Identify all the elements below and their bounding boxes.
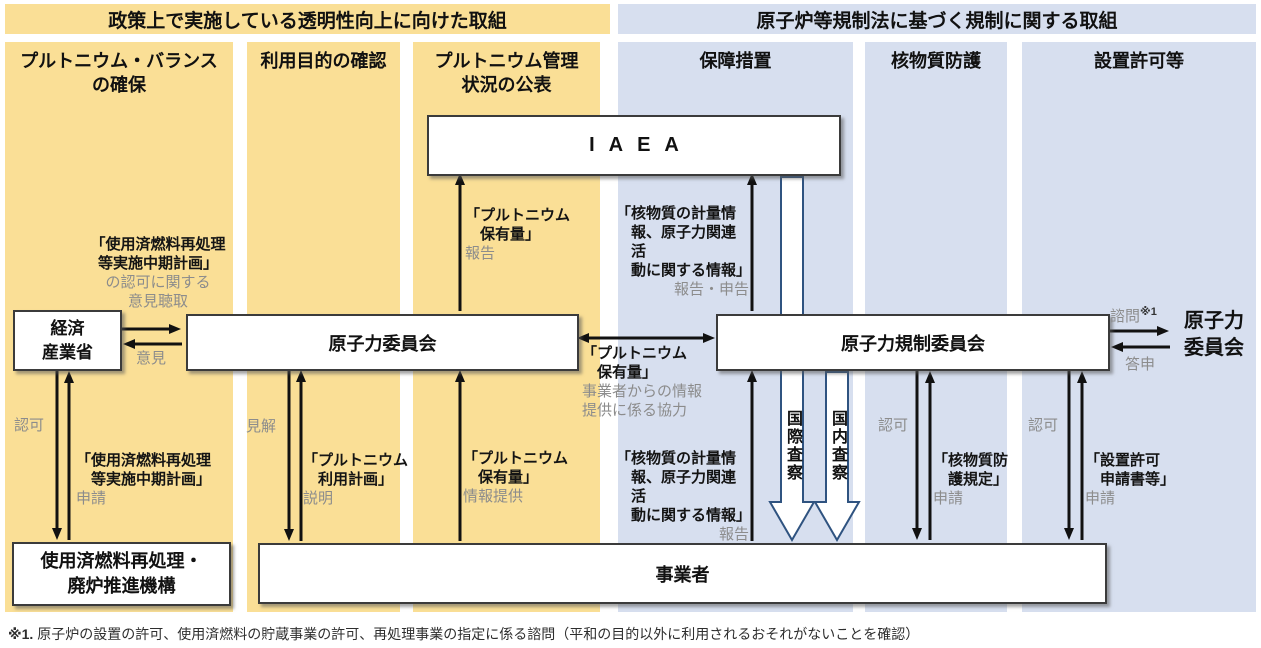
box-nra-label: 原子力規制委員会 — [841, 333, 985, 354]
label-approval-col6-text: 認可 — [1028, 417, 1059, 434]
label-np-rules: 「核物質防 護規定」 申請 — [933, 451, 1023, 508]
section-header-regulation-label: 原子炉等規制法に基づく規制に関する取組 — [756, 10, 1118, 32]
label-nm-info-iaea: 「核物質の計量情 報、原子力関連活 動に関する情報」 報告・申告 — [616, 204, 752, 299]
label-pu-holdings-report-action: 報告 — [465, 245, 496, 262]
label-nm-info-nra-action: 報告 — [718, 526, 749, 543]
box-nra: 原子力規制委員会 — [716, 314, 1110, 371]
column-pu-management-label: プルトニウム管理 状況の公表 — [434, 51, 579, 95]
column-safeguards-label: 保障措置 — [699, 51, 772, 71]
section-header-policy: 政策上で実施している透明性向上に向けた取組 — [5, 4, 610, 34]
label-consult-footnote-ref: ※1 — [1140, 306, 1157, 318]
label-domestic-inspection: 国内査察 — [829, 410, 846, 482]
label-approval-col5-text: 認可 — [878, 417, 909, 434]
box-meti: 経済 産業省 — [13, 310, 122, 371]
label-np-rules-doc: 「核物質防 護規定」 — [933, 452, 1009, 488]
box-operators-label: 事業者 — [655, 564, 710, 585]
label-pu-holdings-report: 「プルトニウム 保有量」 報告 — [465, 206, 585, 263]
label-approval-col6: 認可 — [1028, 416, 1058, 435]
label-license-app-doc: 「設置許可 申請書等」 — [1085, 452, 1176, 488]
footnote-text: 原子炉の設置の許可、使用済燃料の貯蔵事業の許可、再処理事業の指定に係る諮問（平和… — [37, 626, 920, 642]
label-approval-col5: 認可 — [878, 416, 908, 435]
label-view: 見解 — [246, 417, 276, 436]
hollow-arrow-domestic-inspection — [813, 371, 861, 542]
label-hearing-action: の認可に関する 意見聴取 — [105, 274, 211, 310]
label-view-text: 見解 — [246, 418, 277, 435]
label-opinion-text: 意見 — [136, 350, 167, 367]
column-np-protection-label: 核物質防護 — [891, 51, 981, 71]
label-application-col1-action: 申請 — [76, 490, 107, 507]
box-aec: 原子力委員会 — [186, 314, 579, 371]
label-application-col1-doc: 「使用済燃料再処理 等実施中期計画」 — [76, 452, 212, 488]
label-pu-holdings-info-action: 情報提供 — [463, 488, 524, 505]
label-reply: 答申 — [1125, 355, 1155, 374]
label-np-rules-action: 申請 — [933, 490, 964, 507]
label-approval-col1-text: 認可 — [14, 417, 45, 434]
column-pu-balance-label: プルトニウム・バランス の確保 — [20, 51, 218, 95]
label-license-app-action: 申請 — [1085, 490, 1116, 507]
label-nm-info-iaea-doc: 「核物質の計量情 報、原子力関連活 動に関する情報」 — [616, 205, 752, 279]
label-pu-holdings-info: 「プルトニウム 保有量」 情報提供 — [463, 449, 583, 506]
label-hearing-doc: 「使用済燃料再処理 等実施中期計画」 — [90, 236, 226, 272]
label-pu-use-plan-action: 説明 — [303, 490, 334, 507]
label-pu-holdings-report-doc: 「プルトニウム 保有量」 — [465, 207, 571, 243]
label-application-col1: 「使用済燃料再処理 等実施中期計画」 申請 — [76, 451, 241, 508]
section-header-regulation: 原子炉等規制法に基づく規制に関する取組 — [618, 4, 1256, 34]
label-approval-col1: 認可 — [14, 416, 44, 435]
box-meti-label: 経済 産業省 — [42, 318, 93, 362]
label-pu-holdings-coop-doc: 「プルトニウム 保有量」 — [582, 345, 688, 381]
box-iaea: IAEA — [427, 115, 841, 176]
label-pu-holdings-coop: 「プルトニウム 保有量」 事業者からの情報 提供に係る協力 — [582, 344, 712, 420]
label-hearing: 「使用済燃料再処理 等実施中期計画」 の認可に関する 意見聴取 — [68, 235, 248, 311]
label-pu-use-plan-doc: 「プルトニウム 利用計画」 — [303, 452, 409, 488]
text-aec-right: 原子力 委員会 — [1184, 310, 1244, 359]
label-opinion: 意見 — [136, 349, 166, 368]
box-ndf: 使用済燃料再処理・ 廃炉推進機構 — [12, 542, 231, 606]
label-reply-text: 答申 — [1125, 356, 1156, 373]
label-license-app: 「設置許可 申請書等」 申請 — [1085, 451, 1175, 508]
label-consult: 諮問※1 — [1110, 303, 1157, 326]
label-pu-holdings-info-doc: 「プルトニウム 保有量」 — [463, 450, 569, 486]
label-pu-use-plan: 「プルトニウム 利用計画」 説明 — [303, 451, 423, 508]
column-license-label: 設置許可等 — [1094, 51, 1184, 71]
label-pu-holdings-coop-action: 事業者からの情報 提供に係る協力 — [582, 383, 703, 419]
footnote-marker: ※1. — [8, 626, 34, 642]
label-nm-info-nra: 「核物質の計量情 報、原子力関連活 動に関する情報」 報告 — [616, 449, 752, 544]
section-header-policy-label: 政策上で実施している透明性向上に向けた取組 — [108, 10, 507, 32]
box-ndf-label: 使用済燃料再処理・ 廃炉推進機構 — [40, 551, 203, 596]
footnote: ※1.原子炉の設置の許可、使用済燃料の貯蔵事業の許可、再処理事業の指定に係る諮問… — [8, 624, 919, 644]
label-nm-info-nra-doc: 「核物質の計量情 報、原子力関連活 動に関する情報」 — [616, 450, 752, 524]
label-nm-info-iaea-action: 報告・申告 — [673, 281, 749, 298]
box-iaea-label: IAEA — [589, 134, 693, 156]
column-use-purpose-label: 利用目的の確認 — [260, 51, 387, 71]
box-aec-label: 原子力委員会 — [328, 333, 437, 354]
label-international-inspection: 国際査察 — [784, 410, 801, 482]
label-consult-text: 諮問 — [1110, 308, 1141, 325]
box-operators: 事業者 — [258, 543, 1107, 604]
